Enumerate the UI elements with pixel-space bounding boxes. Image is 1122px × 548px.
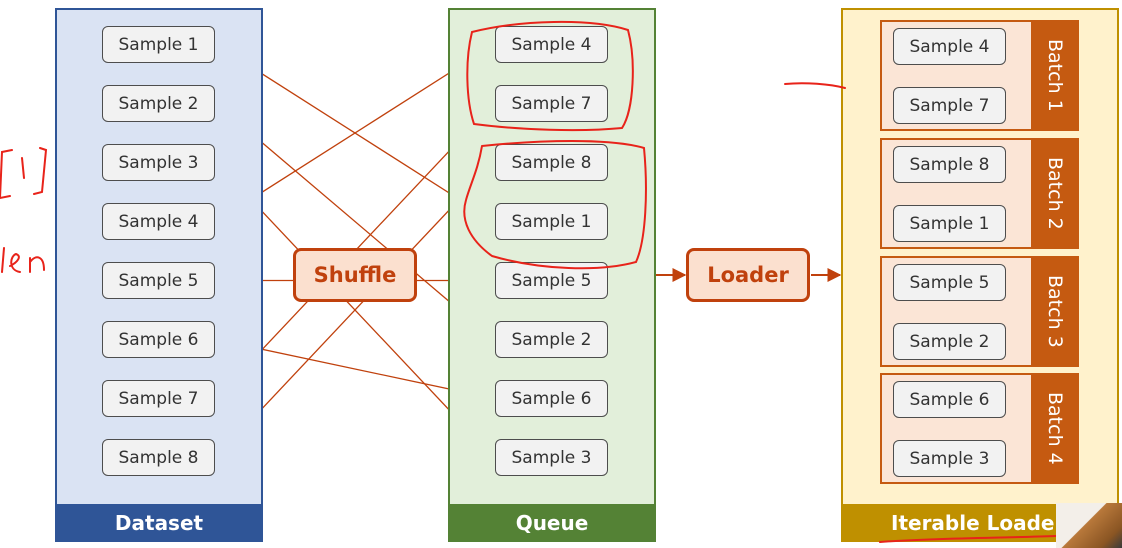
dataset-sample: Sample 4 xyxy=(102,203,215,240)
batch-label: Batch 2 xyxy=(1031,138,1079,249)
batch-sample: Sample 8 xyxy=(893,146,1006,183)
batch-label: Batch 1 xyxy=(1031,20,1079,131)
dataset-sample: Sample 7 xyxy=(102,380,215,417)
batch-label: Batch 3 xyxy=(1031,256,1079,367)
dataset-title: Dataset xyxy=(55,504,263,542)
dataset-sample: Sample 3 xyxy=(102,144,215,181)
dataset-sample: Sample 8 xyxy=(102,439,215,476)
queue-sample: Sample 1 xyxy=(495,203,608,240)
queue-sample: Sample 5 xyxy=(495,262,608,299)
queue-sample: Sample 4 xyxy=(495,26,608,63)
batch-sample: Sample 4 xyxy=(893,28,1006,65)
batch-sample: Sample 3 xyxy=(893,440,1006,477)
queue-sample: Sample 2 xyxy=(495,321,608,358)
batch-sample: Sample 6 xyxy=(893,381,1006,418)
batch-label: Batch 4 xyxy=(1031,373,1079,484)
queue-sample: Sample 8 xyxy=(495,144,608,181)
dataset-sample: Sample 5 xyxy=(102,262,215,299)
batch-sample: Sample 7 xyxy=(893,87,1006,124)
batch-sample: Sample 5 xyxy=(893,264,1006,301)
queue-title: Queue xyxy=(448,504,656,542)
loader-node: Loader xyxy=(686,248,810,302)
dataset-sample: Sample 1 xyxy=(102,26,215,63)
queue-sample: Sample 6 xyxy=(495,380,608,417)
batch-sample: Sample 1 xyxy=(893,205,1006,242)
batch-sample: Sample 2 xyxy=(893,323,1006,360)
queue-sample: Sample 7 xyxy=(495,85,608,122)
shuffle-node: Shuffle xyxy=(293,248,417,302)
webcam-thumbnail xyxy=(1056,503,1122,548)
dataset-sample: Sample 6 xyxy=(102,321,215,358)
dataset-sample: Sample 2 xyxy=(102,85,215,122)
queue-sample: Sample 3 xyxy=(495,439,608,476)
